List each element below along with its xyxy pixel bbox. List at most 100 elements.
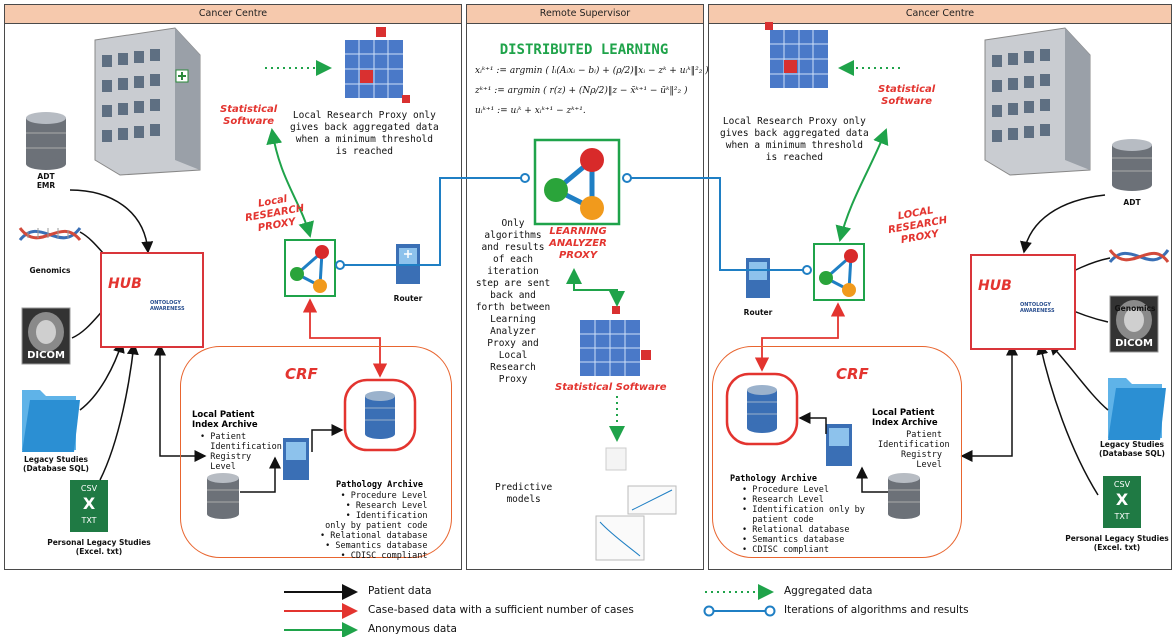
middle-statistical-cube-icon [580,306,651,376]
left-excel-txt: TXT [81,516,97,525]
right-adt-label: ADT [1123,198,1141,207]
left-crf-title: CRF [285,365,318,383]
left-pathology-list: • Procedure Level • Research Level • Ide… [320,491,427,561]
left-router-label: Router [393,294,423,303]
right-ontology-label: ONTOLOGY AWARENESS [1020,302,1055,314]
dicom-scan-icon [21,307,71,365]
left-local-research-proxy-icon [284,239,336,297]
right-legacy-folder-icon [1108,378,1166,440]
right-pathology-item: • CDISC compliant [742,545,829,555]
left-panel-title: Cancer Centre [5,5,461,24]
left-proxy-note: Local Research Proxy only gives back agg… [290,110,439,157]
right-lpia-item: Identification [878,440,950,450]
right-legacy-label: Legacy Studies (Database SQL) [1099,440,1165,458]
dna-icon [18,227,82,242]
left-firewall-icon [283,438,309,480]
left-genomics-label: Genomics [29,266,71,275]
right-lpia-list: Patient Identification Registry Level [878,430,950,470]
adt-database-icon [26,112,66,170]
hospital-building-icon [94,27,201,176]
right-pathology-item: • Research Level [742,495,824,505]
middle-statistical-software-label: Statistical Software [555,382,667,393]
legend-patient-data: Patient data [368,585,432,597]
right-excel-file-icon [1103,476,1141,528]
right-patient-index-database-icon [888,473,920,519]
right-crf-container [712,346,962,558]
right-hub-title: HUB [978,278,1012,294]
right-hub-box [970,254,1076,350]
left-crf-container [180,346,452,558]
left-adt-label: ADT EMR [36,172,56,190]
right-pathology-item: patient code [742,515,814,525]
right-dicom-label: DICOM [1115,338,1153,349]
right-hospital-building-icon [984,27,1091,176]
left-excel-x: X [82,494,96,513]
left-pathology-title: Pathology Archive [336,480,423,490]
middle-panel: Remote Supervisor [466,4,704,570]
legend-iterations: Iterations of algorithms and results [784,604,969,616]
left-pathology-item: • Semantics database [325,541,428,551]
right-local-research-proxy-icon [813,243,865,301]
left-legacy-label: Legacy Studies (Database SQL) [23,455,89,473]
predictive-model-plots-icon [595,447,677,561]
right-dna-icon [1108,249,1170,264]
excel-file-icon [70,480,108,532]
right-pathology-item: • Relational database [742,525,850,535]
left-lpia-item: Identification [200,442,282,452]
left-excel-csv: CSV [80,484,98,493]
left-personal-legacy-label: Personal Legacy Studies (Excel. txt) [47,538,151,556]
right-excel-x: X [1115,490,1129,509]
legend-aggregated-data: Aggregated data [784,585,873,597]
right-lpia-item: Patient [906,430,942,440]
learning-analyzer-proxy-icon [533,138,621,226]
right-panel: Cancer Centre [708,4,1172,570]
left-statistical-cube-icon [345,27,410,103]
left-pathology-item: • Research Level [345,501,428,511]
right-pathology-list: • Procedure Level • Research Level • Ide… [742,485,865,555]
left-lpia-title: Local Patient Index Archive [192,410,258,430]
left-hub-box [100,252,204,348]
left-dicom-label: DICOM [27,350,65,361]
right-pathology-title: Pathology Archive [730,474,817,484]
right-router-icon [746,258,770,298]
legend-anonymous-data: Anonymous data [368,623,457,635]
right-firewall-icon [826,424,852,466]
legend-graphics [284,584,776,637]
right-pathology-item: • Procedure Level [742,485,829,495]
left-hub-title: HUB [108,276,142,292]
left-pathology-item: • Relational database [320,531,428,541]
right-crf-title: CRF [836,365,869,383]
right-statistical-software-label: Statistical Software [878,84,936,107]
learning-analyzer-proxy-label: LEARNING ANALYZER PROXY [549,226,607,261]
left-ontology-label: ONTOLOGY AWARENESS [150,300,185,312]
left-pathology-item: • Procedure Level [340,491,428,501]
left-pathology-item: • Identification [345,511,428,521]
right-lpia-title: Local Patient Index Archive [872,408,938,428]
iteration-connector [335,173,812,275]
right-excel-txt: TXT [1114,512,1130,521]
distributed-learning-title: DISTRIBUTED LEARNING [499,42,669,58]
left-lpia-list: • Patient Identification • Registry Leve… [200,432,282,472]
equation-2: zᵏ⁺¹ := argmin ( r(z) + (Nρ/2)‖z − x̄ᵏ⁺¹… [475,86,688,96]
equation-1: xᵢᵏ⁺¹ := argmin ( lᵢ(Aᵢxᵢ − bᵢ) + (ρ/2)‖… [475,66,709,76]
right-panel-title: Cancer Centre [709,5,1171,24]
right-excel-csv: CSV [1113,480,1131,489]
legacy-folder-icon [22,390,80,452]
equation-3: uᵢᵏ⁺¹ := uᵢᵏ + xᵢᵏ⁺¹ − zᵏ⁺¹. [475,106,586,116]
right-genomics-label: Genomics [1114,304,1156,313]
left-patient-index-database-icon [207,473,239,519]
middle-panel-title: Remote Supervisor [467,5,703,24]
left-lpia-item: • Patient [200,432,247,442]
right-proxy-note: Local Research Proxy only gives back agg… [720,116,869,163]
legend-case-based-data: Case-based data with a sufficient number… [368,604,634,616]
left-pathology-item: only by patient code [325,521,428,531]
predictive-models-label: Predictive models [495,482,553,505]
right-lpia-item: Level [916,460,942,470]
right-statistical-cube-icon [765,22,828,88]
right-lpia-item: Registry [901,450,942,460]
left-lpia-item: Level [200,462,236,472]
left-statistical-software-label: Statistical Software [220,104,278,127]
left-pathology-database-icon [343,378,417,452]
right-adt-database-icon [1112,139,1152,191]
